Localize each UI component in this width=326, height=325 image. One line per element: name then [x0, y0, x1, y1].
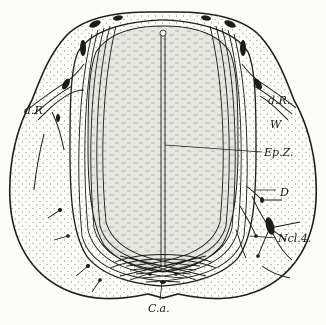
label-ca: C.a. [148, 302, 170, 315]
label-ncl4: Ncl.4. [277, 232, 311, 245]
label-d: D [279, 186, 289, 199]
label-ependymal-zone: Ep.Z. [263, 146, 294, 159]
label-dorsal-root-left: d.R. [24, 104, 46, 117]
label-white-matter: W [270, 118, 283, 131]
label-dorsal-root-right: d.R. [268, 94, 290, 107]
